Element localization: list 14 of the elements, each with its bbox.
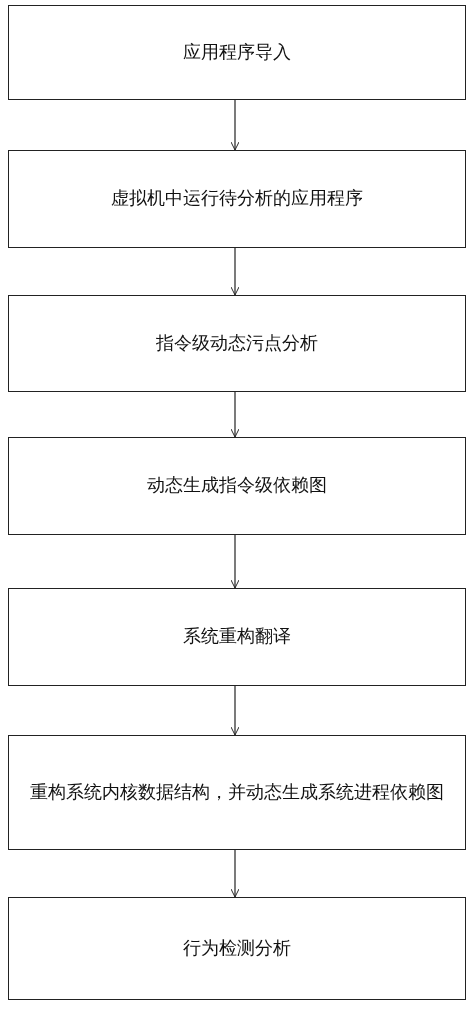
- process-box: [8, 897, 466, 1000]
- process-box: [8, 735, 466, 850]
- process-box: [8, 588, 466, 686]
- step-text: 应用程序导入: [182, 40, 292, 64]
- step-text: 虚拟机中运行待分析的应用程序: [110, 187, 364, 211]
- process-box: [8, 150, 466, 248]
- process-box: [8, 295, 466, 392]
- step-text: 系统重构翻译: [182, 625, 292, 649]
- step-text: 重构系统内核数据结构，并动态生成系统进程依赖图: [29, 780, 445, 804]
- process-box: [8, 437, 466, 535]
- step-text: 行为检测分析: [182, 936, 292, 960]
- step-text: 指令级动态污点分析: [155, 331, 319, 355]
- process-box: [8, 5, 466, 100]
- step-text: 动态生成指令级依赖图: [146, 474, 328, 498]
